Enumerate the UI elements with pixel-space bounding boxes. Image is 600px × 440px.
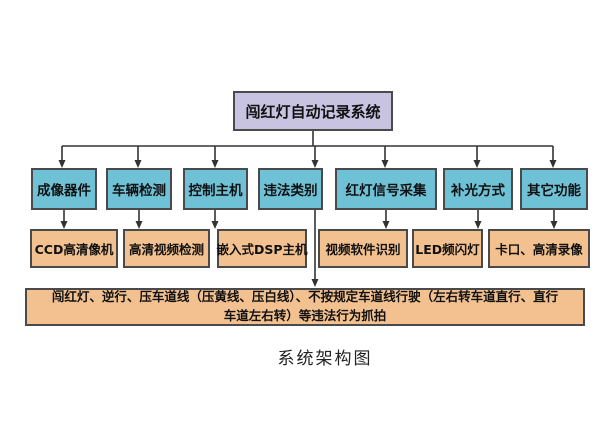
node-checkpoint-hd-recording: 卡口、高清录像: [488, 229, 590, 268]
node-other-functions: 其它功能: [520, 168, 588, 210]
node-led-strobe-light: LED频闪灯: [412, 229, 483, 268]
node-hd-video-detection: 高清视频检测: [123, 229, 210, 268]
violation-capture-line2: 车道左右转）等违法行为抓拍: [223, 308, 387, 323]
diagram-caption: 系统架构图: [277, 349, 373, 369]
node-fill-light-mode: 补光方式: [443, 168, 513, 210]
node-root-system: 闯红灯自动记录系统: [233, 91, 393, 131]
violation-capture-bar: 闯红灯、逆行、压车道线（压黄线、压白线）、不按规定车道线行驶（左右转车道直行、直…: [25, 288, 585, 326]
node-violation-type: 违法类别: [258, 168, 323, 210]
node-control-host: 控制主机: [183, 168, 248, 210]
node-redlight-signal-capture: 红灯信号采集: [335, 168, 437, 210]
node-imaging-components: 成像器件: [31, 168, 97, 210]
node-vehicle-detection: 车辆检测: [106, 168, 172, 210]
node-video-software-recognition: 视频软件识别: [318, 229, 408, 268]
node-embedded-dsp-host: 嵌入式DSP主机: [216, 229, 308, 268]
violation-capture-line1: 闯红灯、逆行、压车道线（压黄线、压白线）、不按规定车道线行驶（左右转车道直行、直…: [51, 289, 559, 305]
node-ccd-hd-camera: CCD高清像机: [30, 229, 118, 268]
